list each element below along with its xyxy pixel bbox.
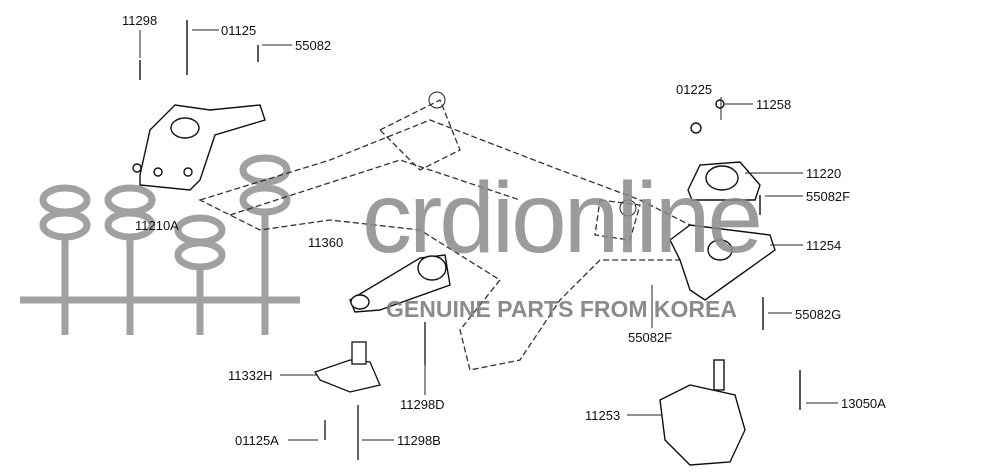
mount-11210a <box>132 20 266 191</box>
watermark-tagline: GENUINE PARTS FROM KOREA <box>386 296 737 322</box>
mount-11360 <box>349 254 451 313</box>
leader-lines <box>139 29 838 441</box>
watermark-brand: crdionline <box>362 162 763 274</box>
part-label[interactable]: 11298D <box>400 397 445 412</box>
part-label[interactable]: 11298 <box>122 13 158 28</box>
subframe-bushing <box>428 91 446 109</box>
mount-11253 <box>659 359 801 466</box>
part-label[interactable]: 55082 <box>295 38 332 53</box>
part-label[interactable]: 55082F <box>628 330 673 345</box>
part-label[interactable]: 11253 <box>585 408 621 423</box>
part-label[interactable]: 11210A <box>135 218 179 233</box>
part-label[interactable]: 01125A <box>235 433 279 448</box>
subframe <box>198 99 701 371</box>
part-label[interactable]: 11360 <box>308 235 344 250</box>
watermark-logo <box>20 154 300 335</box>
part-label[interactable]: 01225 <box>676 82 713 97</box>
part-label[interactable]: 55082F <box>806 189 851 204</box>
part-label[interactable]: 11220 <box>806 166 842 181</box>
part-label[interactable]: 11298B <box>397 433 441 448</box>
subframe-bushing <box>619 199 637 217</box>
bracket-11332h <box>314 322 426 460</box>
part-label[interactable]: 11332H <box>228 368 273 383</box>
part-label[interactable]: 13050A <box>841 396 886 411</box>
part-label[interactable]: 01125 <box>221 23 257 38</box>
part-label[interactable]: 11254 <box>806 238 842 253</box>
mount-11220 <box>669 99 776 330</box>
part-label[interactable]: 11258 <box>756 97 792 112</box>
part-label[interactable]: 55082G <box>795 307 842 322</box>
